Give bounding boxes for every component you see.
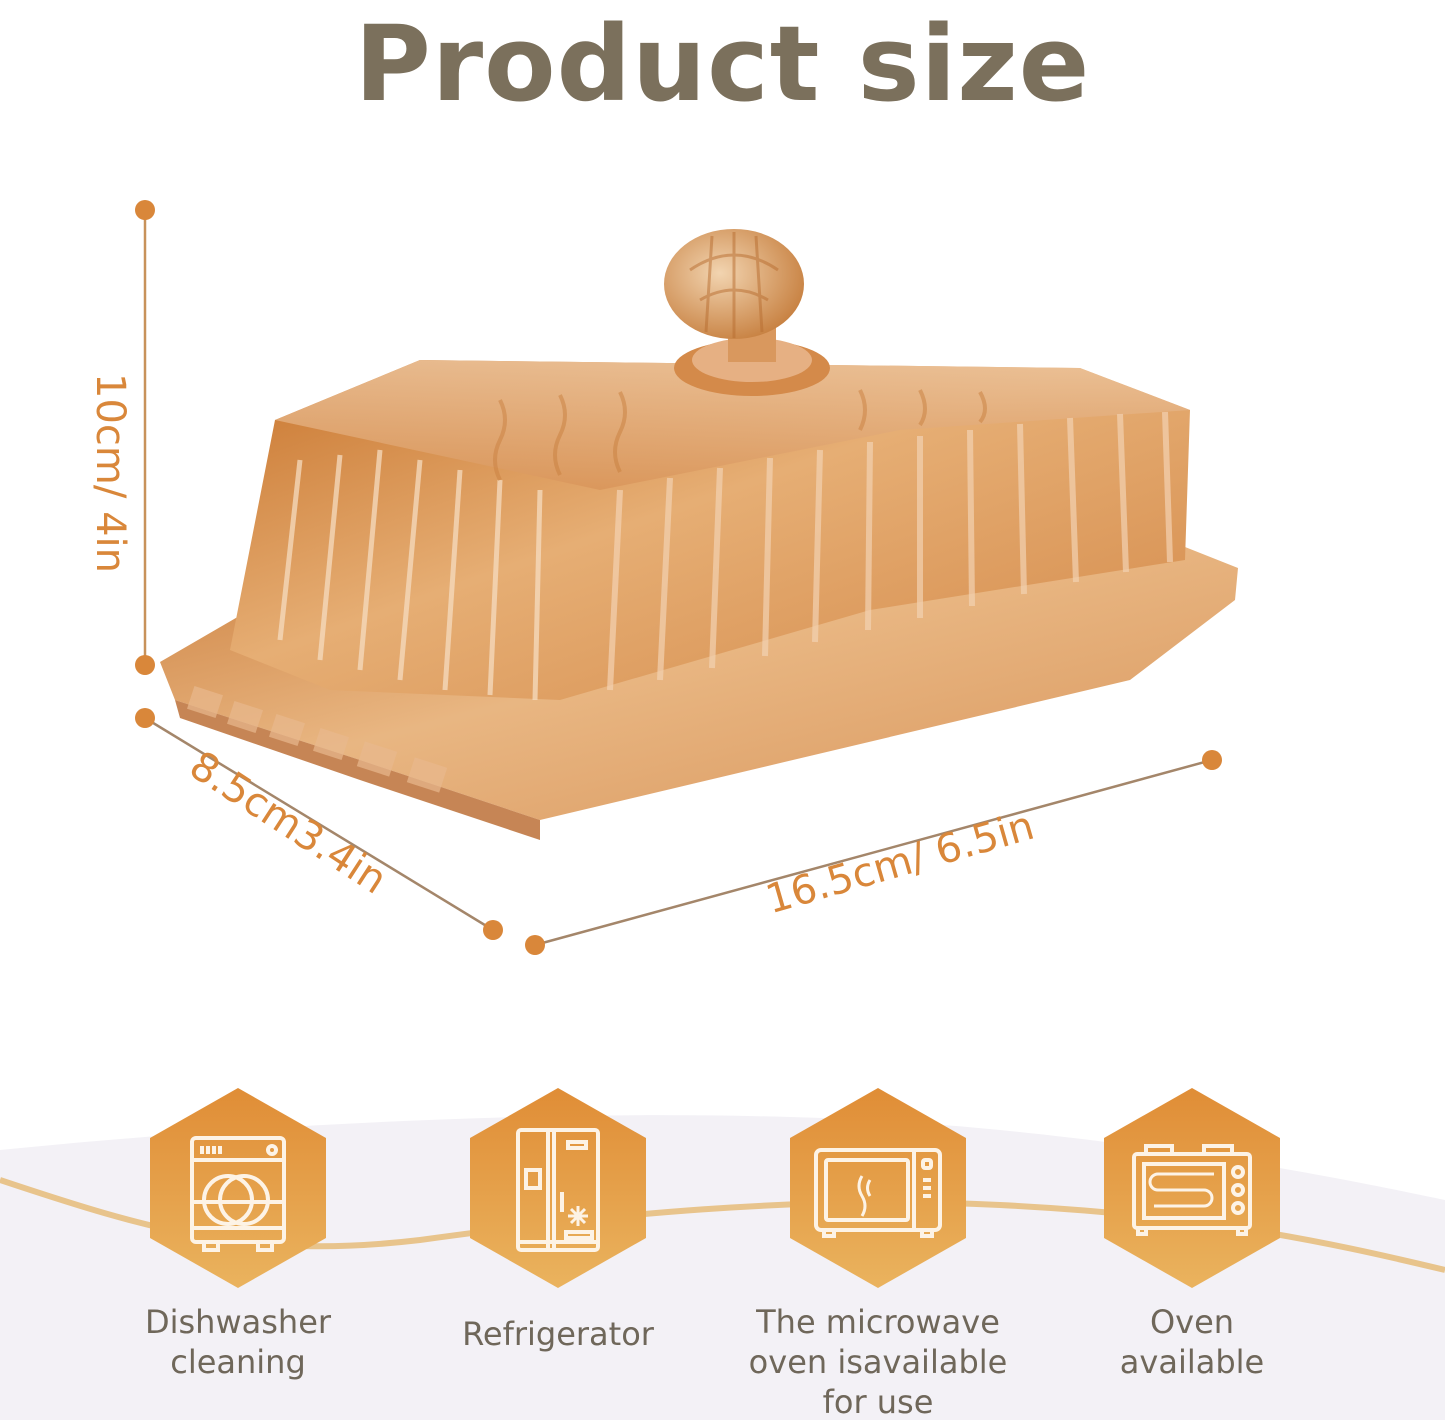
feature-label-line: oven isavailable (748, 1343, 1008, 1381)
width-dimension-line (135, 708, 503, 940)
feature-label-line: for use (822, 1383, 934, 1421)
dishwasher-icon (150, 1088, 326, 1288)
feature-label-line: cleaning (170, 1343, 306, 1381)
microwave-icon (790, 1088, 966, 1288)
page-title: Product size (354, 3, 1091, 125)
feature-oven: Oven available (1062, 1088, 1322, 1382)
butter-dish (160, 229, 1238, 840)
feature-label-line: Oven (1149, 1303, 1235, 1341)
length-dimension-line (525, 750, 1222, 955)
feature-dishwasher: Dishwasher cleaning (108, 1088, 368, 1382)
feature-label-line: available (1119, 1343, 1265, 1381)
feature-label-line: Dishwasher (144, 1303, 332, 1341)
feature-refrigerator: Refrigerator (428, 1088, 688, 1354)
refrigerator-icon (470, 1088, 646, 1288)
oven-icon (1104, 1088, 1280, 1288)
height-dimension-line (135, 200, 155, 675)
feature-microwave: The microwave oven isavailable for use (748, 1088, 1008, 1422)
feature-label-line: Refrigerator (462, 1315, 654, 1353)
feature-label-line: The microwave (756, 1303, 1000, 1341)
height-dimension-label: 10cm/ 4in (87, 373, 133, 573)
